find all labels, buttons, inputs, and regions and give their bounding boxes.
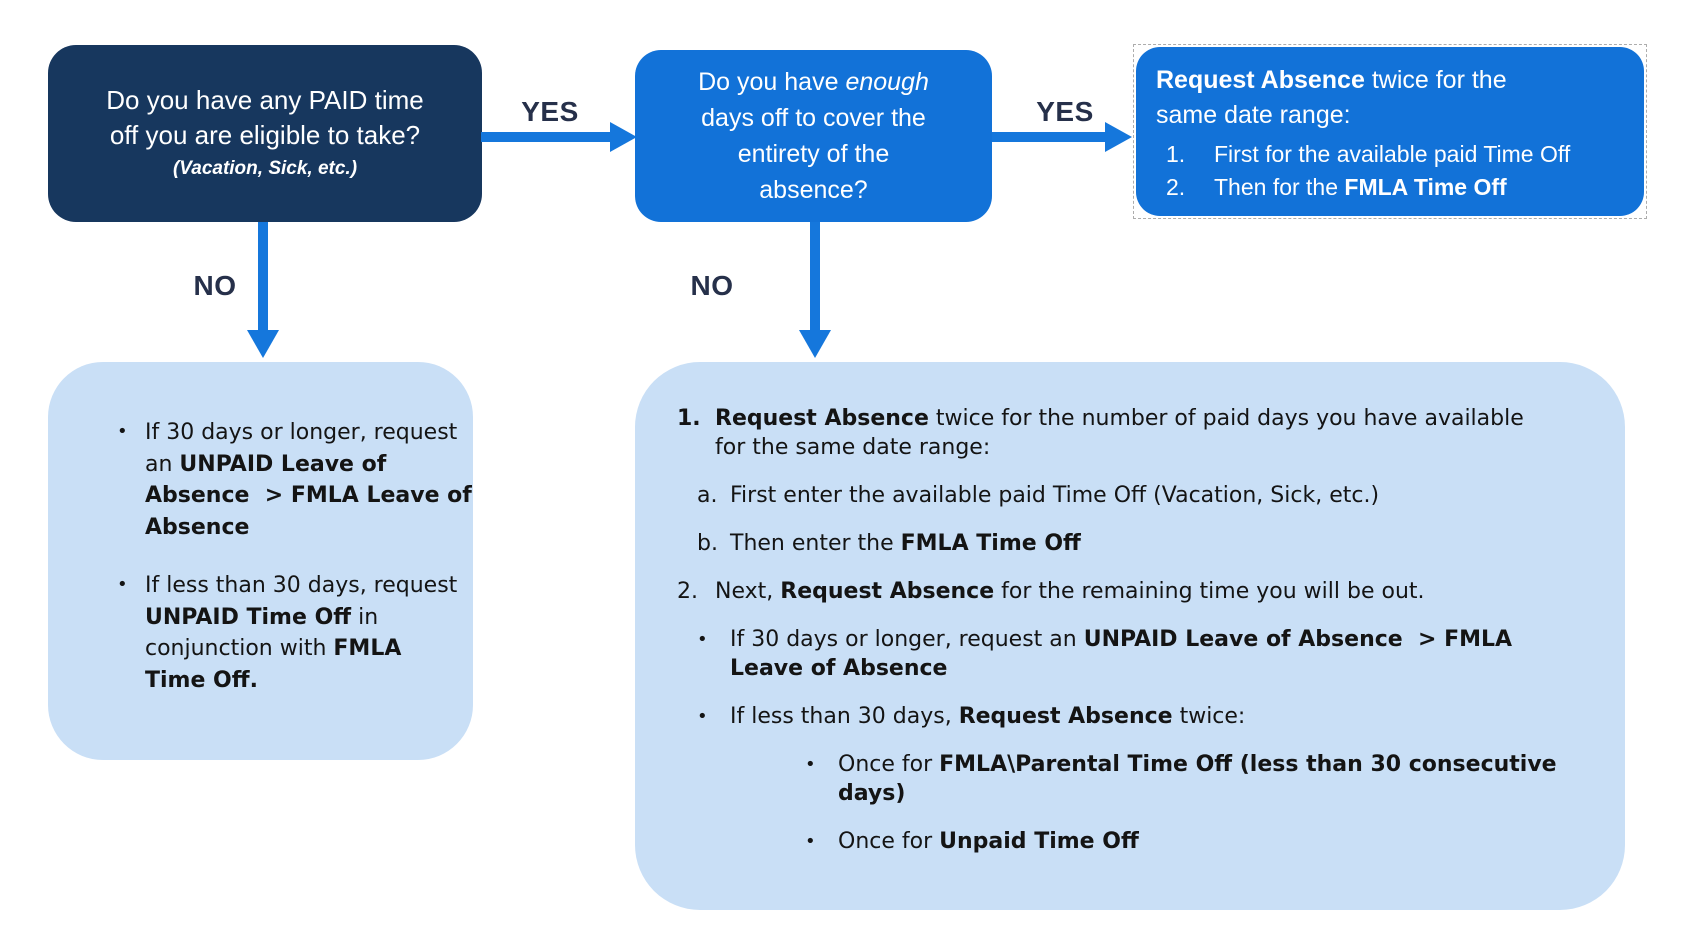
list-item-text: If 30 days or longer, request an UNPAID …: [145, 420, 472, 540]
list-item: b. Then enter the FMLA Time Off: [635, 529, 1625, 558]
list-item-text: First for the available paid Time Off: [1214, 141, 1571, 167]
list-marker: 2.: [677, 579, 698, 604]
label-yes-right: YES: [1036, 96, 1094, 127]
list-item-text: First enter the available paid Time Off …: [730, 483, 1380, 508]
node-request-absence-twice: Request Absence twice for the same date …: [1136, 47, 1644, 216]
selection-outline: Request Absence twice for the same date …: [1133, 44, 1647, 219]
arrow-head: [1105, 122, 1132, 152]
list-item-text: If less than 30 days, Request Absence tw…: [730, 704, 1246, 729]
list-item-text: Then for the FMLA Time Off: [1214, 174, 1507, 200]
list-marker: a.: [697, 483, 718, 508]
arrow-right-icon: [992, 122, 1132, 152]
label-no-left: NO: [193, 270, 237, 301]
list-item-text: If less than 30 days, request UNPAID Tim…: [145, 573, 458, 693]
node-not-enough-outcome: 1. Request Absence twice for the number …: [635, 362, 1625, 910]
arrow-right-icon: [481, 122, 637, 152]
result-list: 1. First for the available paid Time Off…: [1156, 138, 1630, 204]
list-item: • If 30 days or longer, request an UNPAI…: [48, 417, 473, 543]
arrow-shaft: [481, 132, 610, 142]
paid-question-text: Do you have any PAID time off you are el…: [106, 85, 424, 150]
list-item-text: Next, Request Absence for the remaining …: [715, 579, 1425, 604]
list-item-text: Once for FMLA\Parental Time Off (less th…: [838, 752, 1557, 806]
list-item-text: If 30 days or longer, request an UNPAID …: [730, 627, 1513, 681]
label-yes-top: YES: [521, 96, 579, 127]
list-item: 2. Then for the FMLA Time Off: [1156, 171, 1630, 204]
bullet-marker: •: [697, 629, 708, 650]
bullet-marker: •: [805, 754, 816, 775]
list-item: • If 30 days or longer, request an UNPAI…: [635, 625, 1625, 683]
arrow-shaft: [258, 222, 268, 330]
enough-question-text: Do you have enough days off to cover the…: [698, 68, 929, 204]
bullet-marker: •: [117, 574, 128, 595]
result-intro: Request Absence twice for the same date …: [1156, 66, 1507, 129]
list-marker: 1.: [1166, 141, 1186, 167]
list-item-text: Request Absence twice for the number of …: [715, 406, 1524, 460]
list-item-text: Once for Unpaid Time Off: [838, 829, 1139, 854]
arrow-head: [799, 330, 831, 358]
list-item: • If less than 30 days, request UNPAID T…: [48, 570, 473, 696]
arrow-head: [610, 122, 637, 152]
list-item: 2. Next, Request Absence for the remaini…: [635, 577, 1625, 606]
arrow-shaft: [992, 132, 1105, 142]
arrow-shaft: [810, 222, 820, 330]
bullet-marker: •: [697, 706, 708, 727]
list-item: • Once for Unpaid Time Off: [635, 827, 1625, 856]
arrow-down-icon: [799, 222, 831, 358]
list-item: 1. First for the available paid Time Off: [1156, 138, 1630, 171]
bullet-marker: •: [805, 831, 816, 852]
node-paid-question: Do you have any PAID time off you are el…: [48, 45, 482, 222]
bullet-marker: •: [117, 421, 128, 442]
list-marker: 1.: [677, 406, 701, 431]
paid-question-subtext: (Vacation, Sick, etc.): [172, 158, 358, 179]
list-item: a. First enter the available paid Time O…: [635, 481, 1625, 510]
list-item: • Once for FMLA\Parental Time Off (less …: [635, 750, 1625, 808]
list-item-text: Then enter the FMLA Time Off: [730, 531, 1081, 556]
list-marker: b.: [697, 531, 718, 556]
node-no-paid-outcome: • If 30 days or longer, request an UNPAI…: [48, 362, 473, 760]
list-marker: 2.: [1166, 174, 1186, 200]
label-no-middle: NO: [690, 270, 734, 301]
list-item: 1. Request Absence twice for the number …: [635, 404, 1625, 462]
arrow-down-icon: [247, 222, 279, 358]
node-enough-days-question: Do you have enough days off to cover the…: [635, 50, 992, 222]
list-item: • If less than 30 days, Request Absence …: [635, 702, 1625, 731]
arrow-head: [247, 330, 279, 358]
